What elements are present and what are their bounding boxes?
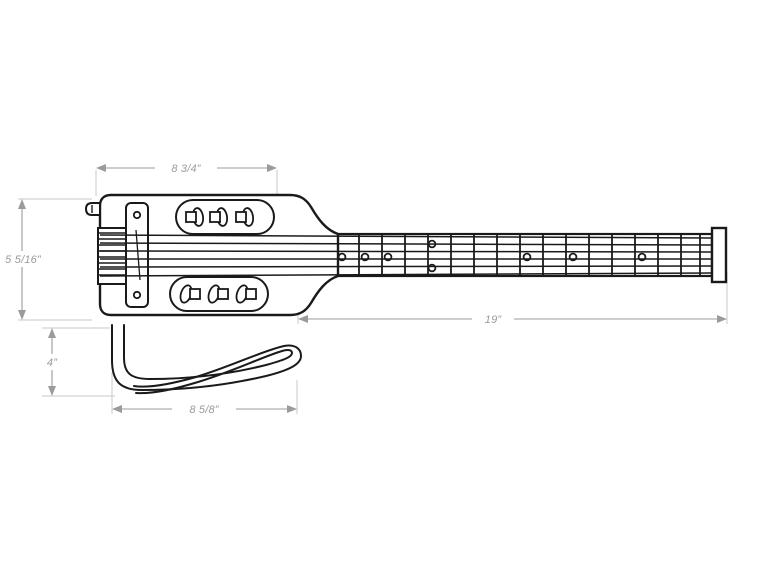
arrow-left-icon <box>96 164 106 172</box>
arrow-right-icon <box>717 315 727 323</box>
arrow-up-icon <box>18 199 26 209</box>
dimension-label-body-length: 8 3/4” <box>171 163 201 175</box>
fretboard-neck <box>298 226 728 284</box>
dimension-label-support-drop: 4” <box>47 357 58 369</box>
guitar-body <box>98 193 340 317</box>
arrow-up-icon <box>48 328 56 338</box>
upper-tuner-cavity <box>175 199 275 235</box>
tuner-knobs <box>179 284 257 304</box>
output-jack <box>84 202 101 216</box>
neck-end-nut <box>710 226 728 284</box>
arrow-left-icon <box>112 405 122 413</box>
dimension-label-body-height: 5 5/16” <box>5 254 42 266</box>
strings <box>99 234 713 277</box>
bridge-plate <box>125 202 149 308</box>
arrow-down-icon <box>18 310 26 320</box>
arrow-left-icon <box>298 315 308 323</box>
bridge-screw-icon <box>132 210 142 220</box>
dimension-body-height: 5 5/16” <box>1 198 92 321</box>
arrow-right-icon <box>267 164 277 172</box>
arrow-right-icon <box>287 405 297 413</box>
bridge-screw-icon <box>132 290 142 300</box>
dimension-body-length: 8 3/4” <box>95 160 278 200</box>
dimension-support-length: 8 5/8” <box>111 372 298 417</box>
dimension-support-drop: 4” <box>36 327 115 397</box>
dimension-label-support-length: 8 5/8” <box>189 404 219 416</box>
tuner-knobs <box>185 207 255 227</box>
dimension-label-neck-length: 19” <box>485 314 503 326</box>
lower-tuner-cavity <box>169 276 269 312</box>
lap-support-frame <box>111 324 303 395</box>
arrow-down-icon <box>48 386 56 396</box>
dimension-neck-length: 19” <box>297 272 728 327</box>
